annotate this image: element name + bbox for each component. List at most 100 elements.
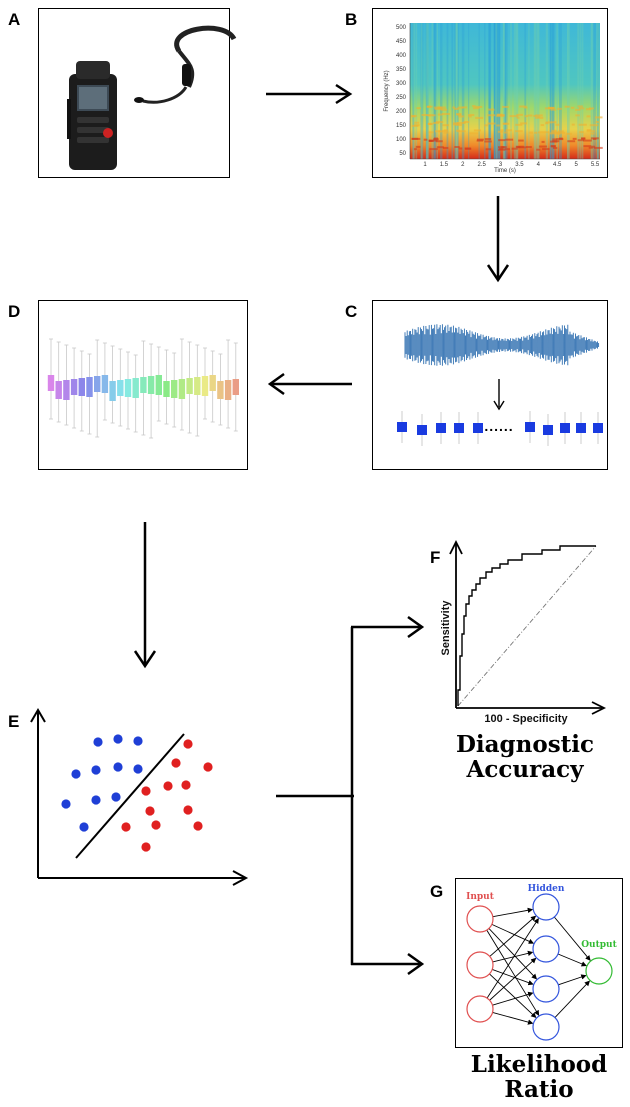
svm-scatter (30, 708, 249, 886)
boxplot-box (132, 378, 139, 398)
red-class-point (181, 780, 191, 790)
nn-input-node (466, 951, 494, 979)
red-class-point (121, 822, 131, 832)
boxplot-box (94, 376, 101, 392)
nn-hidden-node (532, 1013, 560, 1041)
spectrogram-xtick: 1.5 (440, 162, 449, 168)
nn-hidden-node (532, 893, 560, 921)
spectrogram: Frequency (Hz) Time (s) 5004504003503002… (384, 23, 603, 174)
arrow-a-to-b (266, 83, 353, 105)
rainbow-boxplots (47, 338, 239, 439)
boxplot-box (163, 381, 170, 397)
panel-label-f: F (430, 548, 441, 567)
caption-likelihood-ratio: Likelihood Ratio (455, 1052, 623, 1102)
red-class-point (193, 821, 203, 831)
boxplot-box (155, 375, 162, 395)
roc-curve: Sensitivity 100 - Specificity (440, 539, 607, 725)
boxplot-box (194, 377, 201, 395)
panel-label-b: B (345, 10, 358, 29)
panel-c-frame: ...... (372, 300, 608, 470)
boxplot-box (78, 378, 85, 396)
spectrogram-ytick: 250 (396, 95, 407, 101)
spectrogram-xtick: 5.5 (591, 162, 600, 168)
recorder-headset-image (67, 25, 237, 170)
red-class-point (141, 842, 151, 852)
decision-boundary (75, 733, 185, 859)
spectrogram-ytick: 400 (396, 53, 407, 59)
spectrogram-xtick: 1 (423, 162, 427, 168)
red-class-point (141, 786, 151, 796)
neural-network: Input Hidden Output (466, 884, 618, 1041)
red-class-point (203, 762, 213, 772)
feature-box (576, 423, 586, 433)
spectrogram-xtick: 3.5 (515, 162, 524, 168)
nn-input-label: Input (466, 892, 495, 902)
boxplot-box (63, 380, 70, 400)
boxplot-box (186, 378, 193, 394)
feature-box (473, 423, 483, 433)
arrow-c-to-d (267, 372, 352, 396)
boxplot-box (70, 379, 78, 395)
spectrogram-ytick: 500 (396, 25, 407, 31)
nn-output-label: Output (581, 940, 617, 950)
boxplot-box (124, 379, 132, 397)
boxplot-box (217, 381, 224, 399)
boxplot-box (147, 376, 155, 394)
blue-class-point (71, 769, 81, 779)
red-class-point (183, 739, 193, 749)
spectrogram-ytick: 50 (399, 151, 406, 157)
boxplot-box (171, 380, 178, 398)
feature-box (560, 423, 570, 433)
boxplot-box (209, 375, 216, 391)
red-class-point (171, 758, 181, 768)
caption-likelihood-line1: Likelihood (470, 1051, 608, 1078)
nn-input-node (466, 995, 494, 1023)
feature-box (454, 423, 464, 433)
red-class-point (183, 805, 193, 815)
boxplot-box (55, 381, 62, 399)
boxplot-box (232, 379, 239, 395)
panel-label-g: G (430, 882, 444, 901)
nn-output-node (585, 957, 613, 985)
panel-d-frame (38, 300, 248, 470)
arrow-b-to-c (486, 196, 510, 283)
panel-label-d: D (8, 302, 21, 321)
spectrogram-ytick: 150 (396, 123, 407, 129)
boxplot-box (117, 380, 124, 396)
spectrogram-ytick: 450 (396, 39, 407, 45)
blue-class-point (113, 762, 123, 772)
waveform (404, 324, 600, 366)
boxplot-box (86, 377, 93, 397)
spectrogram-ytick: 350 (396, 67, 407, 73)
spectrogram-ytick: 200 (396, 109, 407, 115)
spectrogram-ytick: 100 (396, 137, 407, 143)
blue-class-point (111, 792, 121, 802)
feature-box (436, 423, 446, 433)
panel-g-frame: Input Hidden Output (455, 878, 623, 1048)
spectrogram-xtick: 3 (499, 162, 503, 168)
red-class-point (163, 781, 173, 791)
spectrogram-xtick: 2 (461, 162, 465, 168)
boxplot-box (201, 376, 209, 396)
arrow-d-to-e (133, 522, 157, 669)
waveform-and-features: ...... (397, 324, 603, 446)
caption-diagnostic-accuracy: Diagnostic Accuracy (440, 732, 610, 782)
panel-label-c: C (345, 302, 358, 321)
roc-xlabel: 100 - Specificity (484, 713, 568, 725)
feature-ellipsis: ...... (484, 418, 513, 434)
feature-box (525, 422, 535, 432)
blue-class-point (61, 799, 71, 809)
red-class-point (151, 820, 161, 830)
boxplot-box (140, 377, 147, 393)
spectrogram-xtick: 5 (574, 162, 578, 168)
nn-input-node (466, 905, 494, 933)
spectrogram-xlabel: Time (s) (494, 168, 516, 174)
spectrogram-xtick: 4 (537, 162, 541, 168)
feature-box (397, 422, 407, 432)
feature-box (417, 425, 427, 435)
blue-class-point (91, 795, 101, 805)
spectrogram-xtick: 2.5 (477, 162, 486, 168)
panel-label-e: E (8, 712, 20, 731)
blue-class-point (79, 822, 89, 832)
